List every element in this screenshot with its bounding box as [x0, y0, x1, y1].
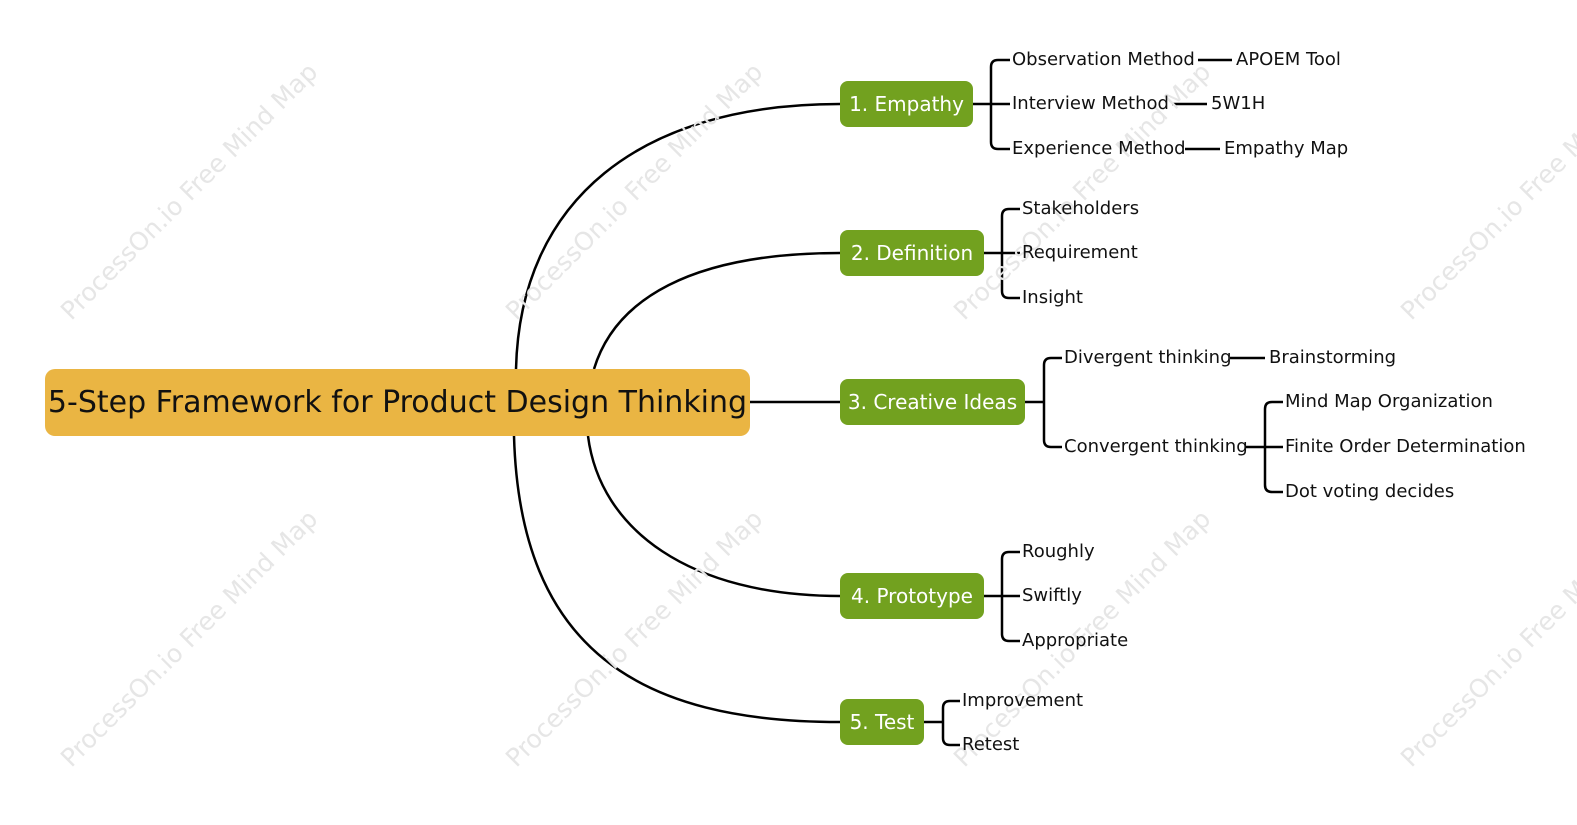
topic-5w1h[interactable]: 5W1H — [1211, 93, 1266, 114]
topic-insight[interactable]: Insight — [1022, 287, 1083, 308]
topic-empathy-map[interactable]: Empathy Map — [1224, 138, 1349, 159]
step-creative-ideas[interactable]: 3. Creative Ideas — [840, 379, 1025, 425]
connector-root-test — [512, 435, 841, 724]
topic-observation-method[interactable]: Observation Method — [1012, 49, 1195, 70]
topic-finite-order-determination[interactable]: Finite Order Determination — [1285, 436, 1526, 457]
step-definition[interactable]: 2. Definition — [840, 230, 984, 276]
topic-dot-voting-decides[interactable]: Dot voting decides — [1285, 481, 1455, 502]
topic-requirement[interactable]: Requirement — [1022, 242, 1138, 263]
topic-interview-method[interactable]: Interview Method — [1012, 93, 1169, 114]
topic-convergent-thinking[interactable]: Convergent thinking — [1064, 436, 1248, 457]
step-empathy[interactable]: 1. Empathy — [840, 81, 973, 127]
topic-swiftly[interactable]: Swiftly — [1022, 585, 1082, 606]
step-test[interactable]: 5. Test — [840, 699, 924, 745]
topic-mind-map-organization[interactable]: Mind Map Organization — [1285, 391, 1493, 412]
connector-creative-ideas-bracket — [1042, 356, 1052, 449]
topic-retest[interactable]: Retest — [962, 734, 1020, 755]
topic-brainstorming[interactable]: Brainstorming — [1269, 347, 1397, 368]
step-prototype[interactable]: 4. Prototype — [840, 573, 984, 619]
connector-root-definition — [592, 251, 841, 370]
topic-roughly[interactable]: Roughly — [1022, 541, 1095, 562]
topic-apoem-tool[interactable]: APOEM Tool — [1236, 49, 1341, 70]
root-topic[interactable]: 5-Step Framework for Product Design Thin… — [45, 369, 750, 436]
connector-root-prototype — [586, 435, 841, 598]
topic-stakeholders[interactable]: Stakeholders — [1022, 198, 1140, 219]
topic-appropriate[interactable]: Appropriate — [1022, 630, 1129, 651]
topic-experience-method[interactable]: Experience Method — [1012, 138, 1186, 159]
connector-test-bracket — [941, 699, 951, 747]
connector-root-empathy — [514, 102, 841, 370]
topic-divergent-thinking[interactable]: Divergent thinking — [1064, 347, 1232, 368]
topic-improvement[interactable]: Improvement — [962, 690, 1084, 711]
